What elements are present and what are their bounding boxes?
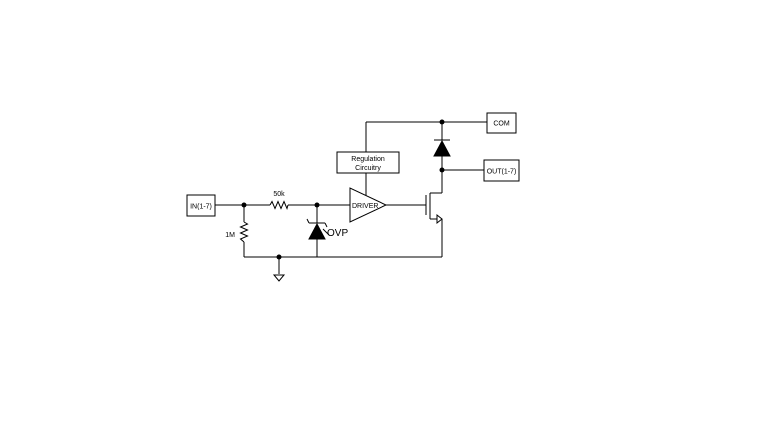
resistor-50k-label: 50k — [273, 191, 285, 198]
junction-output — [439, 167, 445, 173]
regulation-label-line2: Circuitry — [355, 165, 381, 172]
junction-input — [241, 202, 247, 208]
zener-diode-ovp: OVP — [306, 218, 348, 240]
output-label: OUT(1-7) — [487, 169, 517, 176]
mosfet-arrow — [436, 213, 443, 225]
wires — [215, 121, 487, 274]
regulation-label-line1: Regulation — [351, 156, 385, 163]
input-terminal: IN(1-7) — [186, 194, 216, 217]
output-terminal: OUT(1-7) — [483, 159, 520, 182]
junction-ground — [276, 254, 282, 260]
com-label: COM — [493, 121, 510, 128]
resistor-1m: 1M — [225, 221, 249, 243]
mosfet-transistor — [425, 192, 443, 225]
resistor-1m-label: 1M — [225, 232, 235, 239]
zener-label: OVP — [327, 228, 348, 239]
driver-amplifier: DRIVER — [349, 187, 388, 223]
ground-icon — [272, 274, 286, 282]
junction-com — [439, 119, 445, 125]
input-label: IN(1-7) — [190, 204, 212, 211]
ovp-leader — [322, 228, 330, 236]
junctions — [241, 119, 445, 260]
flyback-diode — [433, 139, 451, 157]
com-terminal: COM — [486, 112, 517, 134]
resistor-50k: 50k — [269, 191, 289, 210]
driver-label: DRIVER — [352, 203, 378, 210]
junction-zener — [314, 202, 320, 208]
regulation-circuitry-block: Regulation Circuitry — [336, 151, 400, 174]
